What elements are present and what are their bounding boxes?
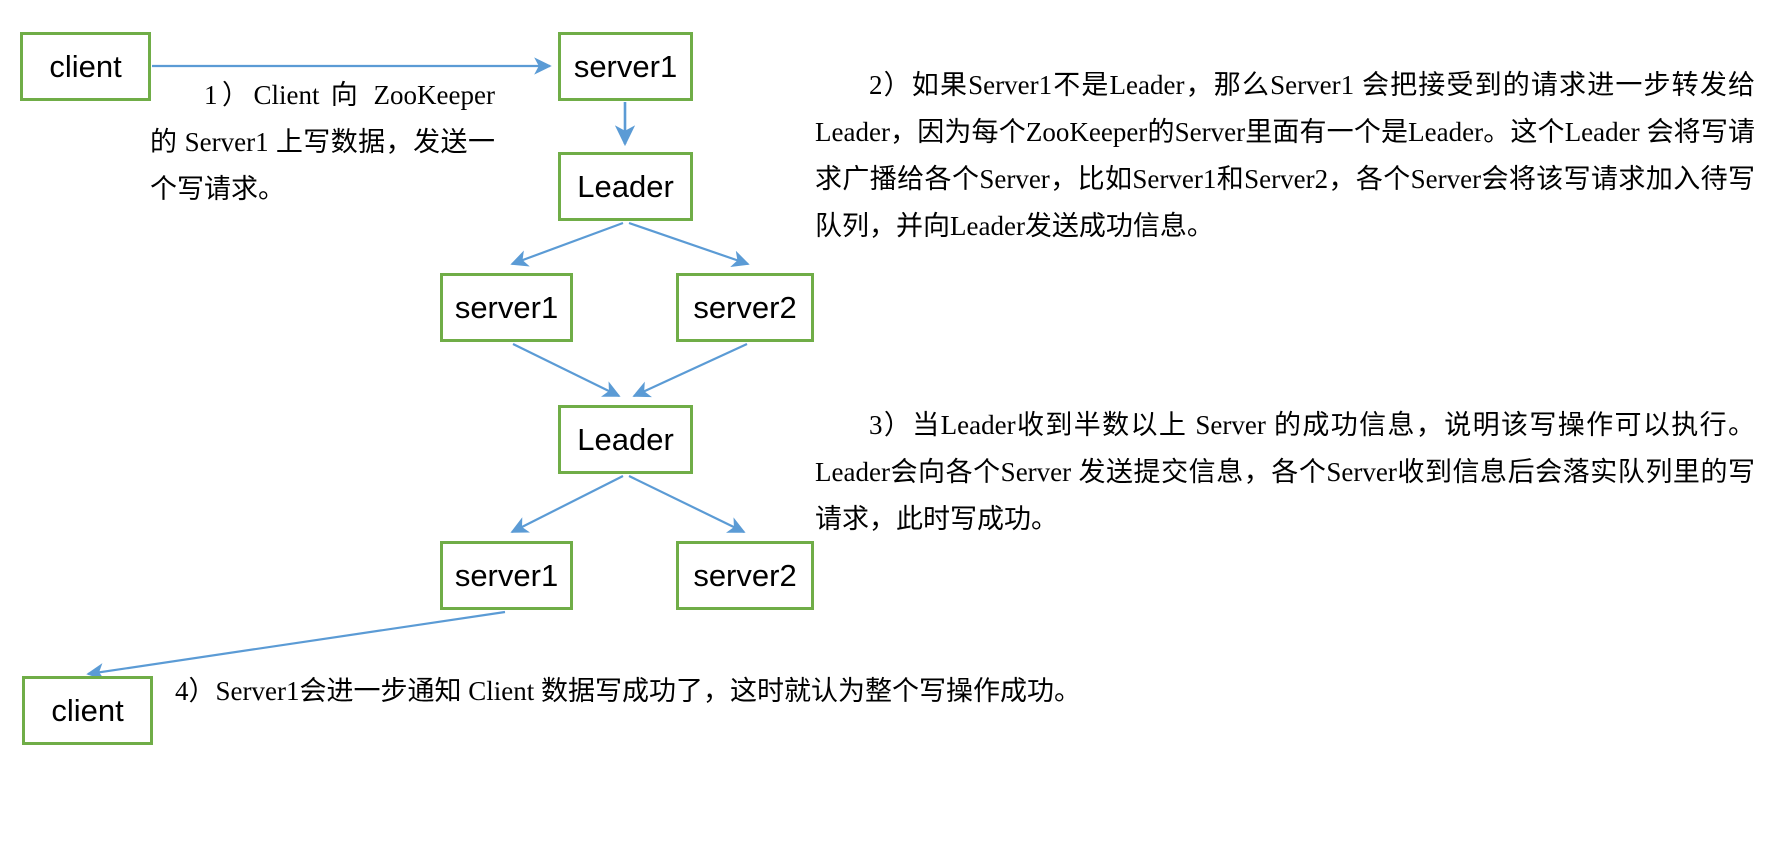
- edge-leader2-to-server1bot: [510, 475, 624, 533]
- edge-server1mid-to-leader2: [512, 343, 621, 397]
- edge-leader2-to-server2bot: [628, 475, 746, 533]
- node-label: server1: [454, 290, 559, 325]
- caption-step-4: 4）Server1会进一步通知 Client 数据写成功了，这时就认为整个写操作…: [175, 676, 1081, 706]
- node-server1-bottom[interactable]: server1: [440, 541, 573, 610]
- node-label: server2: [693, 290, 797, 325]
- caption-step-2: 2）如果Server1不是Leader，那么Server1 会把接受到的请求进一…: [815, 70, 1755, 241]
- node-client-bottom[interactable]: client: [22, 676, 153, 745]
- node-label: server1: [454, 558, 559, 593]
- node-label: server1: [573, 49, 678, 84]
- edge-server1bot-to-client: [86, 610, 506, 681]
- node-server1-mid[interactable]: server1: [440, 273, 573, 342]
- node-label: client: [49, 49, 122, 84]
- node-label: Leader: [577, 169, 674, 204]
- node-label: server2: [693, 558, 797, 593]
- edge-leader-to-server2mid: [628, 221, 750, 267]
- edge-leader-to-server1mid: [510, 221, 624, 267]
- node-client-top[interactable]: client: [20, 32, 151, 101]
- node-label: client: [51, 693, 124, 728]
- node-leader-1[interactable]: Leader: [558, 152, 693, 221]
- caption-step-3: 3）当Leader收到半数以上 Server 的成功信息，说明该写操作可以执行。…: [815, 410, 1755, 534]
- edge-server2mid-to-leader2: [632, 343, 748, 398]
- node-label: Leader: [577, 422, 674, 457]
- node-server1-top[interactable]: server1: [558, 32, 693, 101]
- node-server2-bottom[interactable]: server2: [676, 541, 814, 610]
- caption-step-1: 1）Client 向 ZooKeeper 的 Server1 上写数据，发送一个…: [150, 80, 495, 204]
- node-leader-2[interactable]: Leader: [558, 405, 693, 474]
- node-server2-mid[interactable]: server2: [676, 273, 814, 342]
